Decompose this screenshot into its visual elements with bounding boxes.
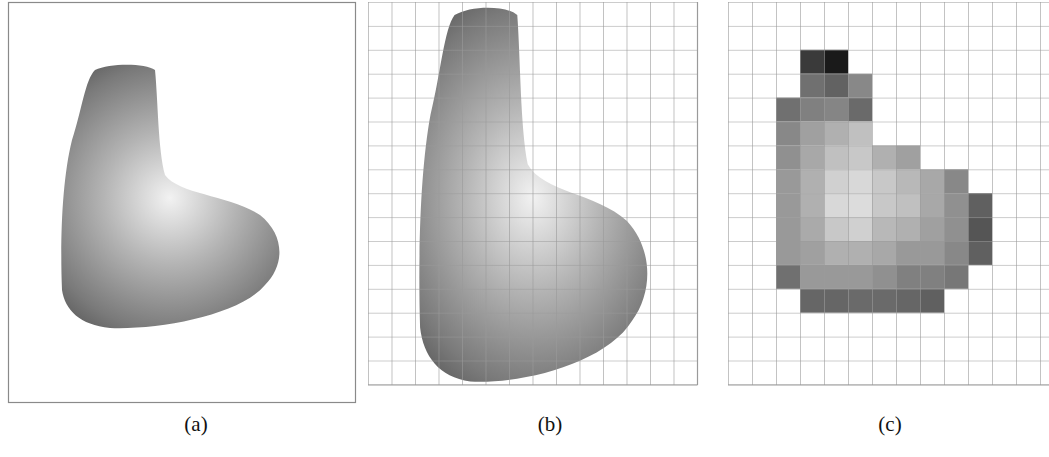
grid-border <box>368 2 698 385</box>
panel-ground <box>368 2 697 385</box>
sampled-image-panel <box>728 2 1049 385</box>
panel-label: (c) <box>878 412 901 437</box>
sampling-grid <box>368 2 698 385</box>
sampling-grid <box>728 2 1049 385</box>
panel-label: (a) <box>184 412 207 437</box>
continuous-image-panel <box>9 3 356 403</box>
panel-ground <box>728 2 1049 385</box>
panel-frame <box>9 3 356 403</box>
panel-label: (b) <box>538 412 563 437</box>
grid-overlay-panel <box>368 2 698 385</box>
grid-border <box>728 384 1049 385</box>
continuous-object <box>61 65 279 328</box>
